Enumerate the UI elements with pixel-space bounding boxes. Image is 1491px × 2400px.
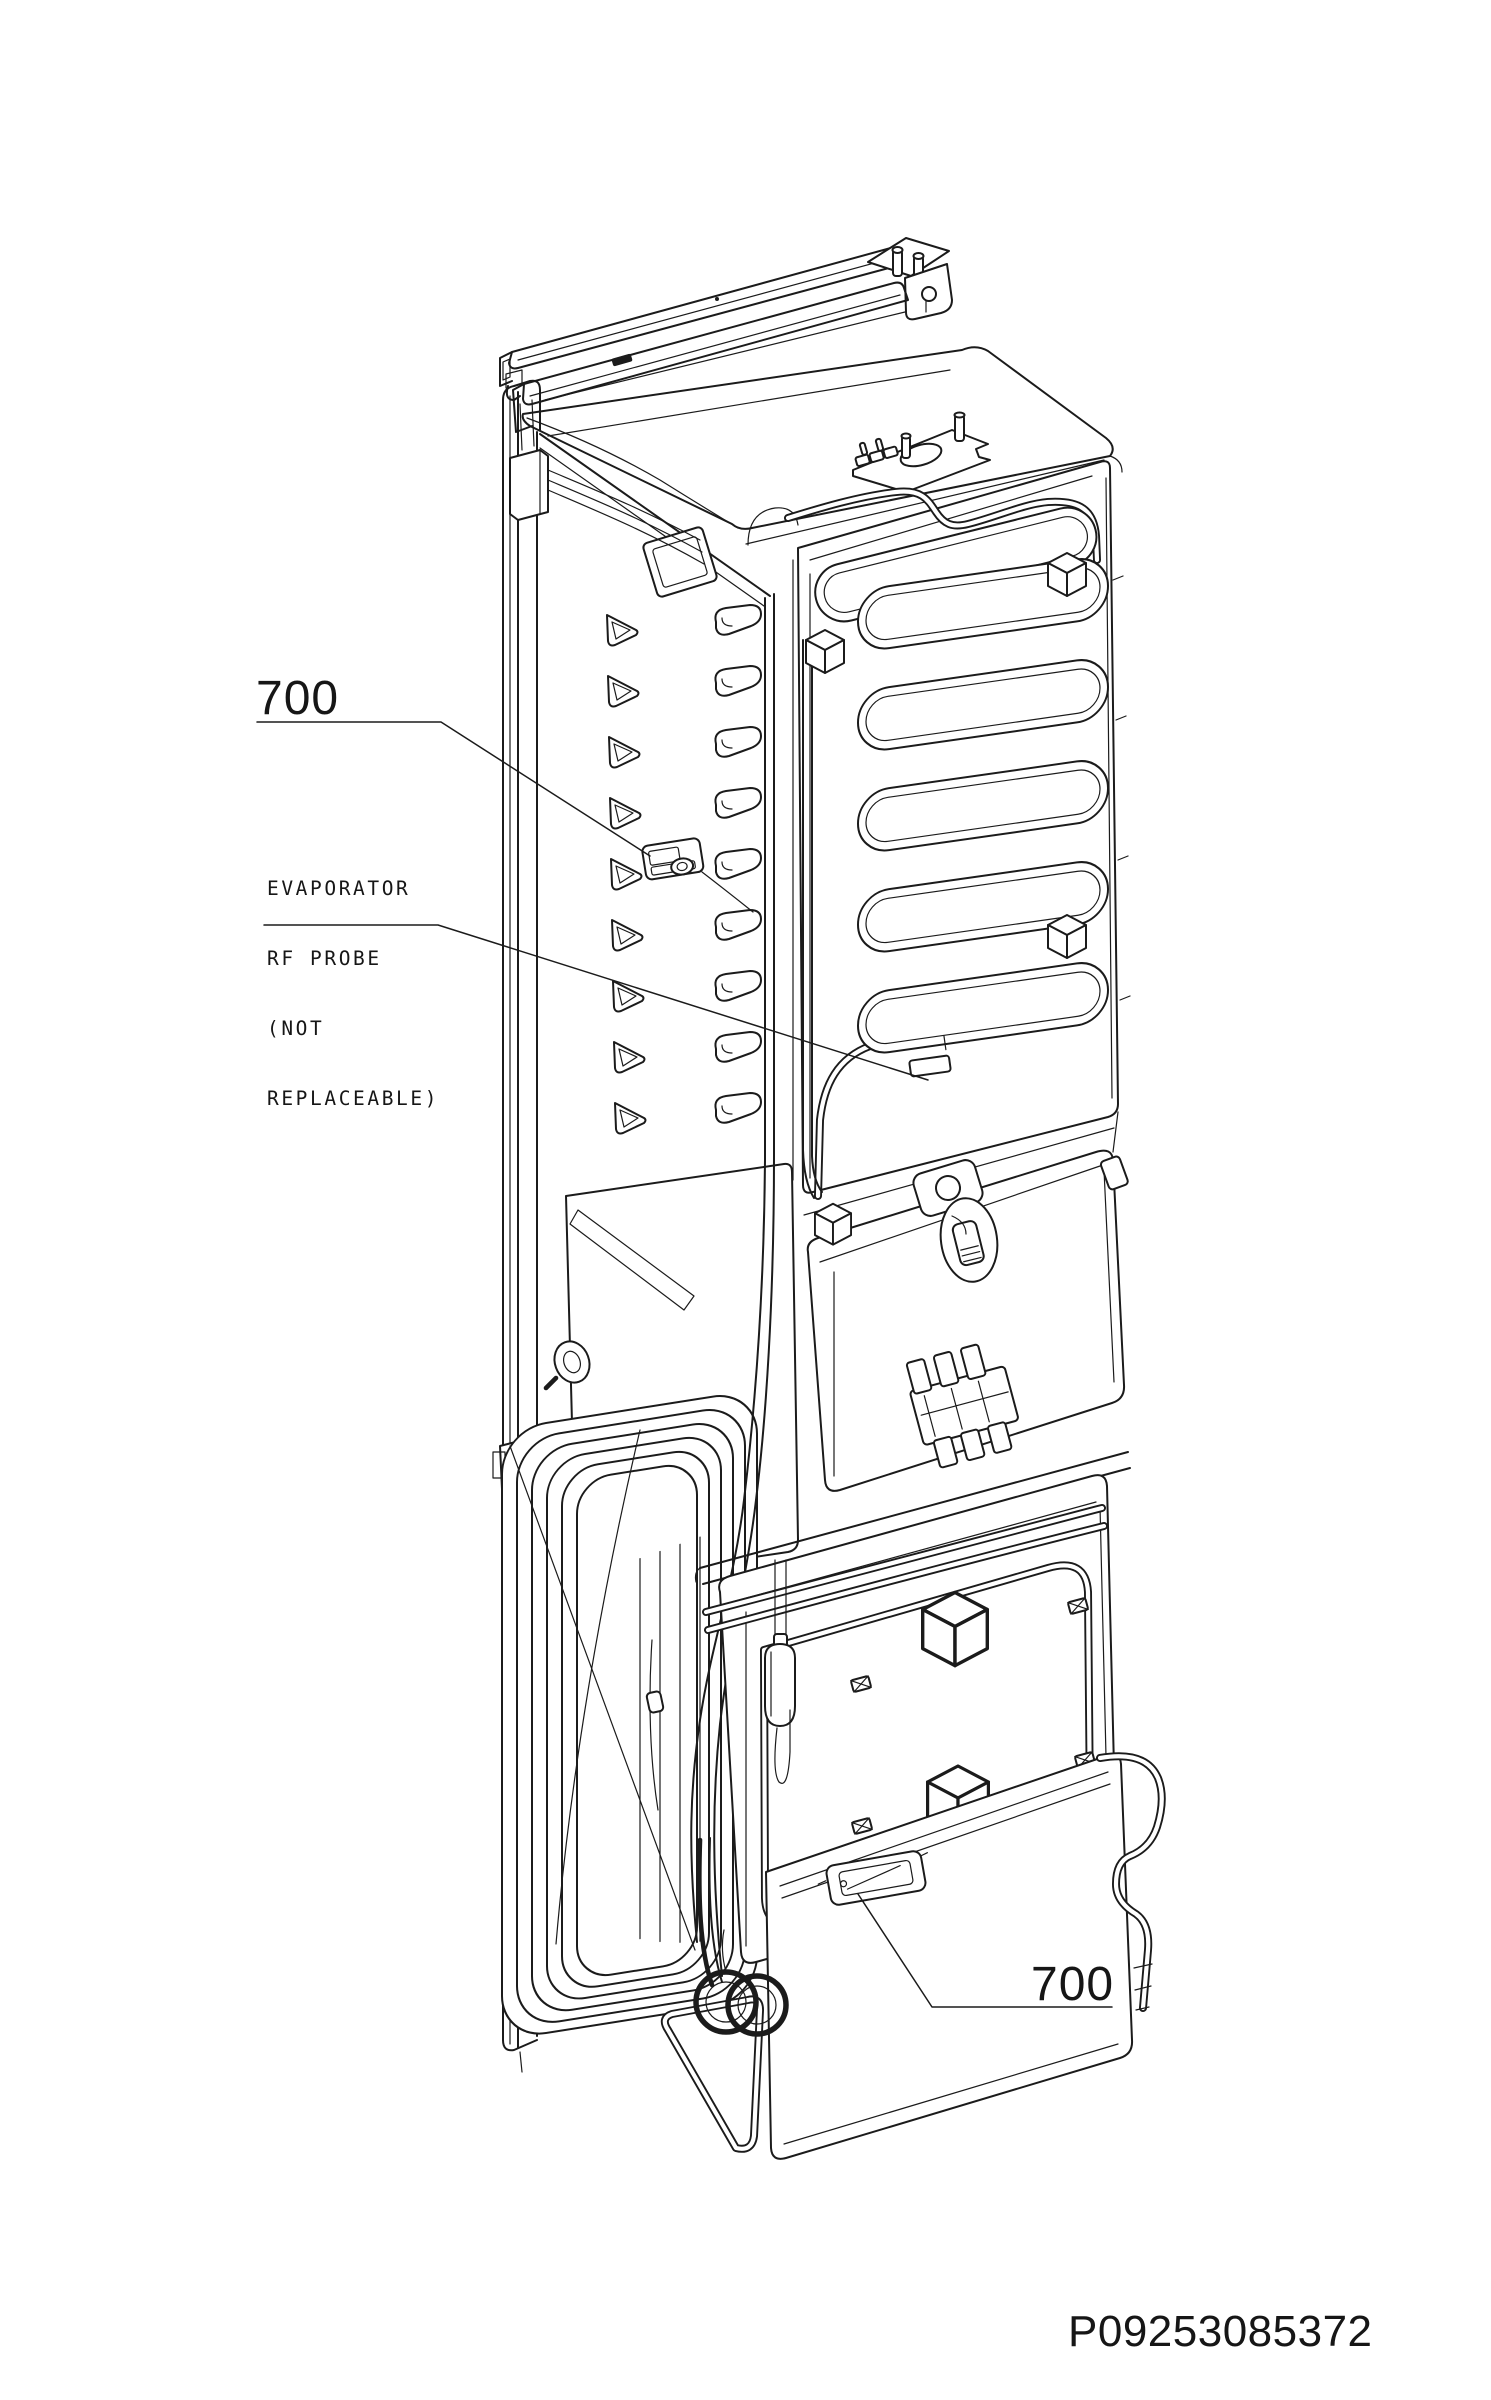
coil-spacer-cube <box>1047 914 1087 959</box>
callout-leaders <box>256 721 1113 2008</box>
rf-probe-clip-lower <box>817 1850 928 1906</box>
accumulator-cylinder <box>764 1559 796 1784</box>
leader-700-bottom <box>857 1893 1113 2008</box>
part-number: P09253085372 <box>1068 2307 1373 2356</box>
heat-loop-tube <box>1096 1752 1166 2012</box>
note-line-1: EVAPORATOR <box>267 876 411 900</box>
wire-connector-comb <box>905 1343 1019 1469</box>
drip-tray <box>765 1753 1134 2160</box>
cabinet-top-face <box>521 346 1123 545</box>
coil-spacer-cube <box>805 629 845 674</box>
leader-note <box>263 924 929 1081</box>
note-line-3: (NOT <box>267 1017 325 1041</box>
spacer-cube-large <box>921 1590 989 1668</box>
freezer-fin-stack <box>501 1395 758 2035</box>
leader-700-top <box>256 721 651 857</box>
bottom-wire-frame <box>660 1837 789 2153</box>
tube-coil-rings <box>693 1929 789 2037</box>
upper-evaporator-panel <box>784 460 1131 1200</box>
vent-clip-column <box>606 614 647 1135</box>
shelf-hook-column <box>714 604 762 1124</box>
probe-tab <box>908 1035 952 1078</box>
note-evaporator-rf-probe: EVAPORATOR RF PROBE (NOT REPLACEABLE) <box>267 830 439 1134</box>
spacer-cube <box>814 1202 852 1246</box>
coil-loops <box>857 558 1109 1054</box>
coil-spacer-cube <box>1047 552 1087 597</box>
top-rail-assembly <box>499 237 953 451</box>
callout-label-700-bottom: 700 <box>1031 1958 1115 2011</box>
left-interior-wall <box>509 433 799 1181</box>
panel-fastener <box>553 1340 591 1384</box>
note-line-2: RF PROBE <box>267 947 382 971</box>
callout-label-700-top: 700 <box>256 672 340 725</box>
rf-probe-clip-upper <box>641 837 754 913</box>
note-line-4: REPLACEABLE) <box>267 1087 440 1111</box>
